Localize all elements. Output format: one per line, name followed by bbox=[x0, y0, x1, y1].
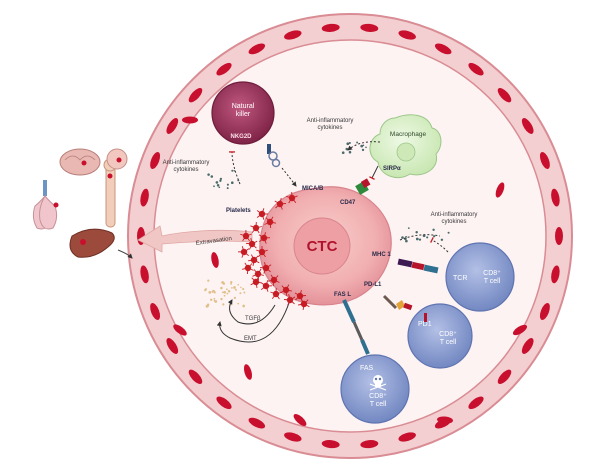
cytokine-dot bbox=[419, 238, 421, 240]
tcell-2-label: CD8⁺T cell bbox=[439, 331, 457, 346]
red-blood-cell bbox=[182, 117, 198, 124]
cytokine-dot bbox=[227, 187, 229, 189]
cytokine-dot bbox=[211, 175, 214, 178]
cytokine-dot bbox=[227, 184, 229, 186]
cytokine-dot bbox=[231, 287, 233, 289]
cytokine-dot bbox=[207, 173, 210, 176]
cytokine-dot bbox=[401, 236, 404, 239]
bone-icon bbox=[104, 159, 116, 227]
cytokine-dot bbox=[416, 238, 419, 241]
nkg2d-label: NKG2D bbox=[230, 134, 252, 140]
cytokine-dot bbox=[219, 180, 221, 182]
cytokine-dot bbox=[242, 305, 245, 308]
cytokine-dot bbox=[233, 286, 236, 289]
cytokine-dot bbox=[216, 181, 219, 184]
cytokine-dot bbox=[214, 298, 216, 300]
cytokine-dot bbox=[243, 292, 245, 294]
cytokine-dot bbox=[365, 147, 367, 149]
liver-icon bbox=[70, 229, 114, 257]
cytokine-dot bbox=[349, 142, 351, 144]
cytokine-dot bbox=[405, 240, 408, 243]
cytokine-dot bbox=[237, 303, 239, 305]
tcr-label: TCR bbox=[453, 275, 467, 282]
cytokine-dot bbox=[214, 300, 217, 303]
cytokine-dot bbox=[207, 279, 209, 281]
cytokine-dot bbox=[212, 290, 214, 292]
cytokine-dot bbox=[231, 181, 234, 184]
cytokine-dot bbox=[228, 290, 231, 293]
cytokine-dot bbox=[231, 170, 233, 172]
cytokine-dot bbox=[208, 291, 211, 294]
organs bbox=[33, 149, 132, 258]
tgfb-label: TGFβ bbox=[245, 316, 261, 322]
breast-icon bbox=[107, 149, 127, 169]
cytokine-dot bbox=[408, 227, 410, 229]
cytokine-dot bbox=[217, 184, 220, 187]
cytokine-dot bbox=[363, 144, 365, 146]
cytokine-dot bbox=[362, 149, 364, 151]
cytokine-dot bbox=[220, 287, 223, 290]
cytokine-dot bbox=[235, 289, 237, 291]
cytokine-dot bbox=[239, 292, 241, 294]
mhc1-label: MHC 1 bbox=[372, 252, 391, 258]
pd1-label: PD1 bbox=[418, 321, 432, 328]
cytokine-dot bbox=[405, 236, 407, 238]
cytokine-dot bbox=[207, 305, 209, 307]
cd47-label: CD47 bbox=[340, 200, 356, 206]
cytokine-dot bbox=[213, 185, 215, 187]
cytokine-dot bbox=[242, 288, 244, 290]
cytokine-dot bbox=[240, 287, 242, 289]
tcell-3-body bbox=[341, 355, 409, 423]
cytokine-dot bbox=[222, 303, 224, 305]
cytokine-dot bbox=[237, 284, 239, 286]
pdl1-label: PD-L1 bbox=[364, 282, 382, 288]
fasl-label: FAS L bbox=[334, 292, 351, 298]
cytokine-dot bbox=[234, 297, 236, 299]
fas-label: FAS bbox=[360, 365, 374, 372]
cytokine-dot bbox=[230, 283, 232, 285]
cytokine-dot bbox=[432, 229, 434, 231]
brain-icon bbox=[60, 149, 100, 175]
cytokine-dot bbox=[223, 282, 226, 285]
cytokine-dot bbox=[448, 232, 450, 234]
cytokine-dot bbox=[345, 148, 348, 151]
tcell-1-label: CD8⁺T cell bbox=[483, 270, 501, 285]
cytokine-dot bbox=[426, 236, 428, 238]
macrophage-label: Macrophage bbox=[390, 131, 427, 138]
cytokine-dot bbox=[204, 289, 206, 291]
cytokine-dot bbox=[218, 186, 220, 188]
cytokine-dot bbox=[356, 142, 358, 144]
emt-label: EMT bbox=[244, 336, 257, 342]
cytokine-dot bbox=[226, 293, 228, 295]
cytokine-dot bbox=[346, 142, 349, 145]
cytokine-dot bbox=[230, 281, 232, 283]
lungs-icon bbox=[33, 180, 58, 229]
red-blood-cell bbox=[555, 227, 563, 245]
cytokine-dot bbox=[433, 235, 435, 237]
cytokine-dot bbox=[222, 291, 224, 293]
cytokine-dot bbox=[441, 239, 443, 241]
cytokine-dot bbox=[342, 151, 345, 154]
cytokine-dot bbox=[349, 151, 352, 154]
platelets-label: Platelets bbox=[226, 208, 251, 214]
mica-b-label: MICA/B bbox=[302, 186, 324, 192]
cytokine-dot bbox=[226, 288, 228, 290]
tcell-3-label: CD8⁺T cell bbox=[369, 393, 387, 408]
sirpa-label: SIRPα bbox=[383, 166, 401, 172]
cytokine-dot bbox=[220, 298, 222, 300]
ctc-label: CTC bbox=[307, 238, 338, 255]
cytokine-dot bbox=[210, 299, 212, 301]
cytokine-dot bbox=[415, 231, 417, 233]
macrophage-nucleus bbox=[397, 143, 415, 161]
cytokine-dot bbox=[224, 295, 226, 297]
